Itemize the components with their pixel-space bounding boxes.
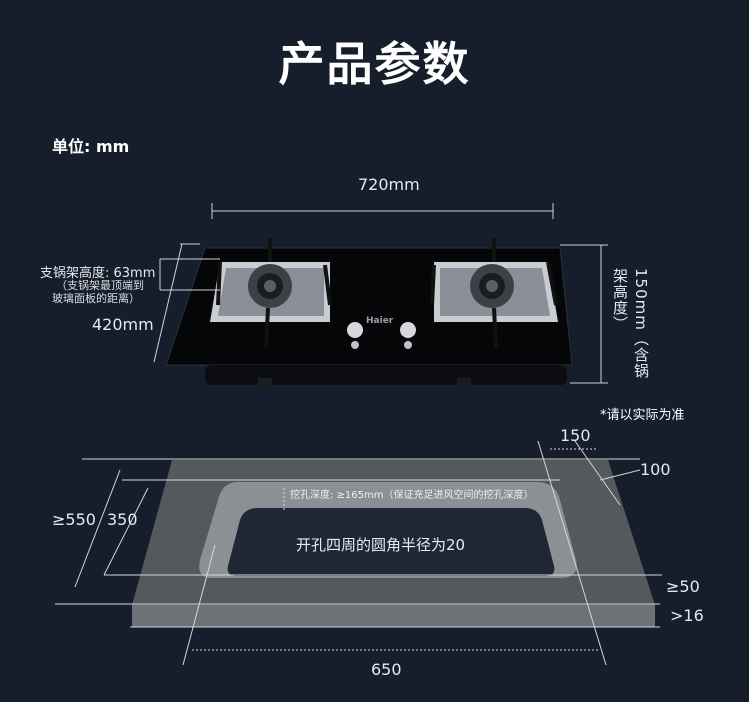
width-label: 720mm — [358, 175, 420, 194]
depth-label: 420mm — [92, 315, 154, 334]
disclaimer-note: *请以实际为准 — [600, 408, 685, 423]
support-height-label: 支锅架高度: 63mm — [40, 266, 156, 281]
width-dimension-line — [211, 203, 554, 219]
dim-16-label: >16 — [670, 606, 704, 625]
cabinet-cutout-illustration — [132, 460, 655, 627]
unit-label: 单位: mm — [52, 137, 130, 156]
support-height-note-1: （支锅架最顶端到 — [56, 279, 144, 292]
dim-650-label: 650 — [371, 660, 402, 679]
dim-150-label: 150 — [560, 426, 591, 445]
corner-radius-note: 开孔四周的圆角半径为20 — [296, 536, 466, 554]
knob-left — [347, 322, 363, 349]
support-height-note-2: 玻璃面板的距离） — [52, 292, 140, 305]
page-title: 产品参数 — [278, 37, 471, 91]
dim-50-label: ≥50 — [666, 577, 700, 596]
knob-right — [400, 322, 416, 349]
stove-illustration — [165, 238, 573, 388]
brand-logo: Haier — [366, 316, 394, 326]
dim-550-label: ≥550 — [52, 510, 96, 529]
dim-350-label: 350 — [107, 510, 138, 529]
height-label: 150mm（含锅架高度） — [611, 268, 650, 379]
cutout-depth-note: 挖孔深度: ≥165mm（保证充足进风空间的挖孔深度） — [290, 490, 534, 501]
dim-100-label: 100 — [640, 460, 671, 479]
